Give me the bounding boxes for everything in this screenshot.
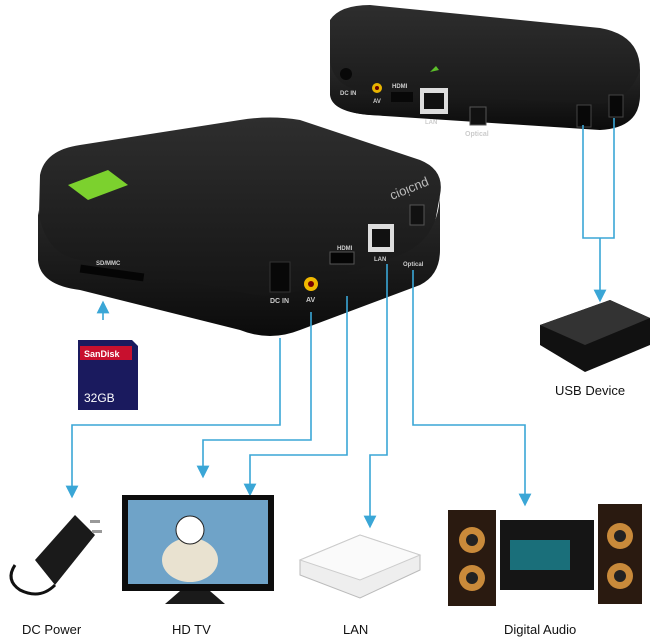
rear-dc-in-label: DC IN <box>340 91 356 97</box>
rear-av-label: AV <box>373 99 381 105</box>
hd-tv-image <box>122 495 274 604</box>
usb-port <box>608 94 624 118</box>
hdmi-port <box>329 251 355 265</box>
optical-port <box>469 106 487 126</box>
sticker-icon <box>68 170 128 200</box>
dc-in-port <box>340 68 352 80</box>
hdmi-label: HDMI <box>337 246 353 252</box>
sd-label: SD/MMC <box>96 261 121 267</box>
media-box-front: cioᴉcnd SD/MMC DC IN AV HDMI LAN Optical <box>38 117 441 336</box>
dc-power-adapter-image <box>9 515 102 596</box>
hd-tv-label: HD TV <box>172 622 211 637</box>
sd-card-brand: SanDisk <box>84 349 121 359</box>
dc-line <box>65 338 281 499</box>
dc-in-port <box>269 261 291 293</box>
hdmi-port <box>391 92 413 102</box>
media-box-rear <box>330 5 640 130</box>
optical-port <box>409 204 425 226</box>
usb-port <box>576 104 592 128</box>
digital-audio-system-image <box>448 504 642 606</box>
av-label: AV <box>306 297 316 304</box>
sd-card-image: SanDisk 32GB <box>78 340 138 410</box>
optical-line <box>412 270 532 507</box>
lan-label: LAN <box>374 257 386 263</box>
rear-lan-label: LAN <box>425 120 437 126</box>
sd-slot <box>79 264 145 282</box>
connection-lines <box>65 118 615 529</box>
rear-hdmi-label: HDMI <box>392 84 408 90</box>
hdmi-line <box>243 296 348 497</box>
usb-device-label: USB Device <box>555 383 626 398</box>
optical-label: Optical <box>403 262 424 268</box>
dc-in-label: DC IN <box>270 298 289 305</box>
lan-line <box>363 264 388 529</box>
usb-line <box>582 118 615 296</box>
av-line <box>196 312 312 479</box>
digital-audio-label: Digital Audio <box>504 622 577 637</box>
dc-power-label: DC Power <box>22 622 82 637</box>
lan-router-image <box>298 534 422 599</box>
rear-optical-label: Optical <box>465 131 489 138</box>
lan-label: LAN <box>343 622 369 637</box>
sd-card-capacity: 32GB <box>84 391 115 405</box>
